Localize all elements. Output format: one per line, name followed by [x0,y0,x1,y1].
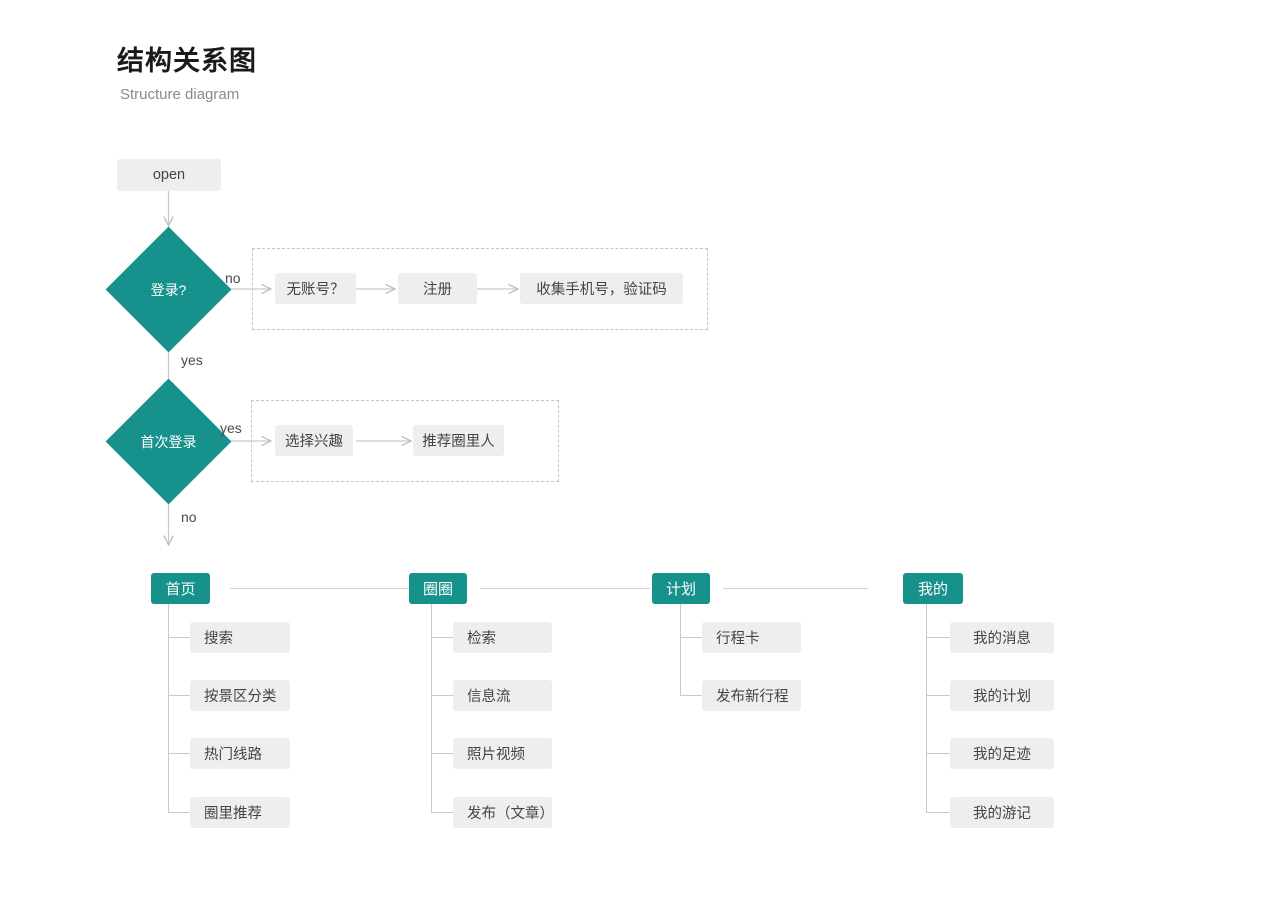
nav-header-circle[interactable]: 圈圈 [409,573,467,604]
edge-label-first-login-yes: yes [220,420,242,436]
decision-login[interactable]: 登录? [105,226,232,353]
register-branch-group [252,248,708,330]
page-subtitle: Structure diagram [120,86,240,103]
nav-stub-plan-2 [680,695,702,696]
nav-stub-plan-1 [680,637,702,638]
flow-start-open[interactable]: open [117,159,221,191]
edge-label-first-login-no: no [181,509,197,525]
nav-item-mine-plans[interactable]: 我的计划 [950,680,1054,711]
nav-stub-circle-2 [431,695,453,696]
onboarding-branch-group [251,400,559,482]
nav-trunk-circle [431,604,432,813]
nav-stub-mine-4 [926,812,950,813]
flow-box-choose-interest[interactable]: 选择兴趣 [275,425,353,456]
nav-item-mine-travel-notes[interactable]: 我的游记 [950,797,1054,828]
nav-header-plan[interactable]: 计划 [652,573,710,604]
nav-item-circle-feed[interactable]: 信息流 [453,680,552,711]
edge-label-login-yes: yes [181,352,203,368]
nav-item-plan-trip-card[interactable]: 行程卡 [702,622,801,653]
nav-item-home-category[interactable]: 按景区分类 [190,680,290,711]
nav-item-plan-publish-trip[interactable]: 发布新行程 [702,680,801,711]
nav-item-circle-search[interactable]: 检索 [453,622,552,653]
flow-box-recommend-people[interactable]: 推荐圈里人 [413,425,504,456]
nav-trunk-home [168,604,169,813]
nav-stub-home-3 [168,753,190,754]
nav-trunk-mine [926,604,927,813]
nav-stub-circle-4 [431,812,453,813]
nav-item-circle-publish-article[interactable]: 发布（文章） [453,797,554,828]
nav-connector-2-3 [480,588,650,589]
nav-item-home-search[interactable]: 搜索 [190,622,290,653]
edge-label-login-no: no [225,270,241,286]
flow-box-register[interactable]: 注册 [398,273,477,304]
flow-box-no-account[interactable]: 无账号？ [275,273,356,304]
decision-login-label: 登录? [150,281,187,298]
nav-header-home[interactable]: 首页 [151,573,210,604]
nav-item-home-hot-routes[interactable]: 热门线路 [190,738,290,769]
nav-stub-circle-3 [431,753,453,754]
nav-item-circle-photo-video[interactable]: 照片视频 [453,738,552,769]
nav-stub-circle-1 [431,637,453,638]
nav-item-mine-messages[interactable]: 我的消息 [950,622,1054,653]
nav-stub-home-2 [168,695,190,696]
decision-first-login-label: 首次登录 [140,433,197,450]
nav-header-mine[interactable]: 我的 [903,573,963,604]
nav-item-home-circle-recommend[interactable]: 圈里推荐 [190,797,290,828]
nav-trunk-plan [680,604,681,696]
nav-connector-3-4 [723,588,868,589]
nav-stub-mine-1 [926,637,950,638]
nav-stub-mine-2 [926,695,950,696]
nav-connector-1-2 [230,588,410,589]
nav-stub-home-1 [168,637,190,638]
nav-stub-mine-3 [926,753,950,754]
decision-first-login[interactable]: 首次登录 [105,378,232,505]
flow-box-collect-phone[interactable]: 收集手机号，验证码 [520,273,683,304]
page-title: 结构关系图 [117,46,257,76]
nav-stub-home-4 [168,812,190,813]
nav-item-mine-footprints[interactable]: 我的足迹 [950,738,1054,769]
